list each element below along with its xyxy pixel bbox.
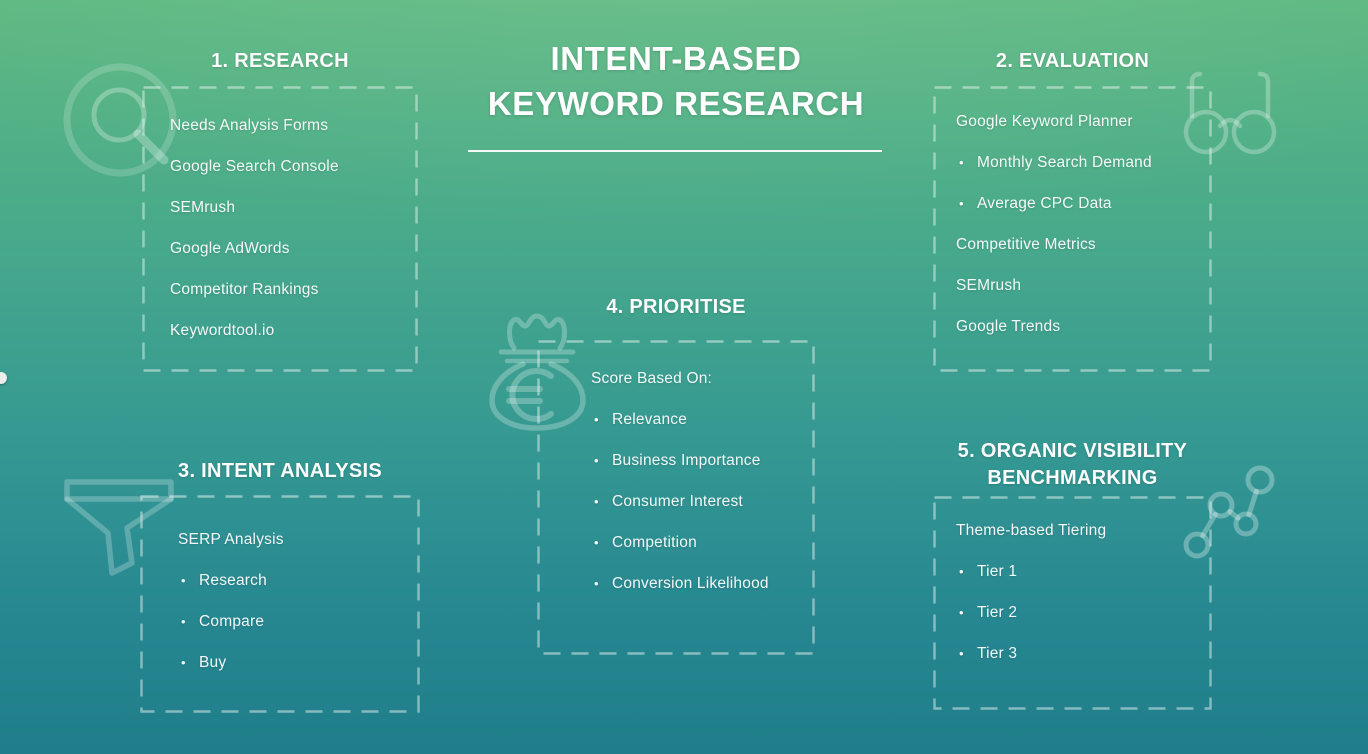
bullet-icon: • [594,576,599,591]
list-item-text: Consumer Interest [612,492,743,510]
list-item-text: Research [199,571,267,589]
bullet-icon: • [959,196,964,211]
section-4-list: Score Based On: • Relevance • Business Imp… [591,358,769,604]
list-item: SEMrush [956,265,1152,306]
list-item: • Research [178,560,284,601]
list-item: Google Search Console [170,146,339,187]
list-item-text: SEMrush [170,198,236,216]
section-3-list: SERP Analysis • Research • Compare • Buy [178,519,284,683]
list-item-text: Compare [199,612,265,630]
list-item: • Consumer Interest [591,481,769,522]
glasses-icon [1183,71,1277,155]
list-item-text: Keywordtool.io [170,321,275,339]
list-item-text: Tier 3 [977,644,1018,662]
list-item: Google AdWords [170,228,339,269]
page-title-line1: INTENT-BASED [550,40,802,77]
section-4-box [537,340,815,655]
list-item: • Compare [178,601,284,642]
bullet-icon: • [594,535,599,550]
list-item-text: Google Trends [956,317,1061,335]
bullet-icon: • [959,155,964,170]
bullet-icon: • [594,412,599,427]
list-item: Theme-based Tiering [956,510,1106,551]
search-icon [63,63,177,177]
list-item-text: Score Based On: [591,369,713,387]
list-item-text: Relevance [612,410,688,428]
list-item: • Tier 1 [956,551,1106,592]
section-1-list: Needs Analysis Forms Google Search Conso… [170,105,339,351]
section-5-list: Theme-based Tiering • Tier 1 • Tier 2 • Tie… [956,510,1106,674]
list-item: Score Based On: [591,358,769,399]
list-item-text: Monthly Search Demand [977,153,1152,171]
list-item-text: Competition [612,533,697,551]
list-item-text: SERP Analysis [178,530,284,548]
list-item: Competitive Metrics [956,224,1152,265]
list-item: • Average CPC Data [956,183,1152,224]
section-5-heading: 5. ORGANIC VISIBILITY BENCHMARKING [957,440,1188,489]
list-item: • Monthly Search Demand [956,142,1152,183]
list-item-text: Competitive Metrics [956,235,1096,253]
list-item: Needs Analysis Forms [170,105,339,146]
funnel-icon [64,479,174,576]
bullet-icon: • [594,453,599,468]
list-item-text: Needs Analysis Forms [170,116,329,134]
money-bag-icon [489,313,586,431]
bullet-icon: • [181,655,186,670]
list-item: • Competition [591,522,769,563]
section-3-box [140,495,420,713]
list-item: Keywordtool.io [170,310,339,351]
section-1-heading: 1. RESEARCH [211,50,349,72]
list-item: • Tier 2 [956,592,1106,633]
list-item: • Conversion Likelihood [591,563,769,604]
list-item: Competitor Rankings [170,269,339,310]
bullet-icon: • [181,614,186,629]
list-item: • Buy [178,642,284,683]
list-item-text: Google AdWords [170,239,290,257]
section-5-box [933,496,1212,710]
list-item-text: Competitor Rankings [170,280,319,298]
list-item: • Business Importance [591,440,769,481]
list-item-text: Buy [199,653,227,671]
list-item: • Relevance [591,399,769,440]
bullet-icon: • [594,494,599,509]
list-item: SEMrush [170,187,339,228]
bullet-icon: • [959,646,964,661]
list-item-text: Average CPC Data [977,194,1112,212]
page-title-line2: KEYWORD RESEARCH [487,85,865,122]
left-edge-dot [0,372,7,384]
list-item-text: Theme-based Tiering [956,521,1107,539]
list-item-text: SEMrush [956,276,1022,294]
list-item-text: Conversion Likelihood [612,574,769,592]
section-3-heading: 3. INTENT ANALYSIS [178,460,382,482]
list-item: SERP Analysis [178,519,284,560]
list-item: • Tier 3 [956,633,1106,674]
list-item-text: Google Search Console [170,157,339,175]
list-item: Google Trends [956,306,1152,347]
list-item-text: Google Keyword Planner [956,112,1133,130]
section-2-heading: 2. EVALUATION [995,50,1150,72]
section-2-list: Google Keyword Planner • Monthly Search D… [956,101,1152,347]
bullet-icon: • [959,564,964,579]
bullet-icon: • [181,573,186,588]
list-item-text: Business Importance [612,451,761,469]
section-4-heading: 4. PRIORITISE [606,296,746,318]
list-item-text: Tier 2 [977,603,1018,621]
title-divider [468,150,882,152]
page-title: INTENT-BASED KEYWORD RESEARCH [436,36,916,126]
list-item-text: Tier 1 [977,562,1018,580]
bullet-icon: • [959,605,964,620]
list-item: Google Keyword Planner [956,101,1152,142]
